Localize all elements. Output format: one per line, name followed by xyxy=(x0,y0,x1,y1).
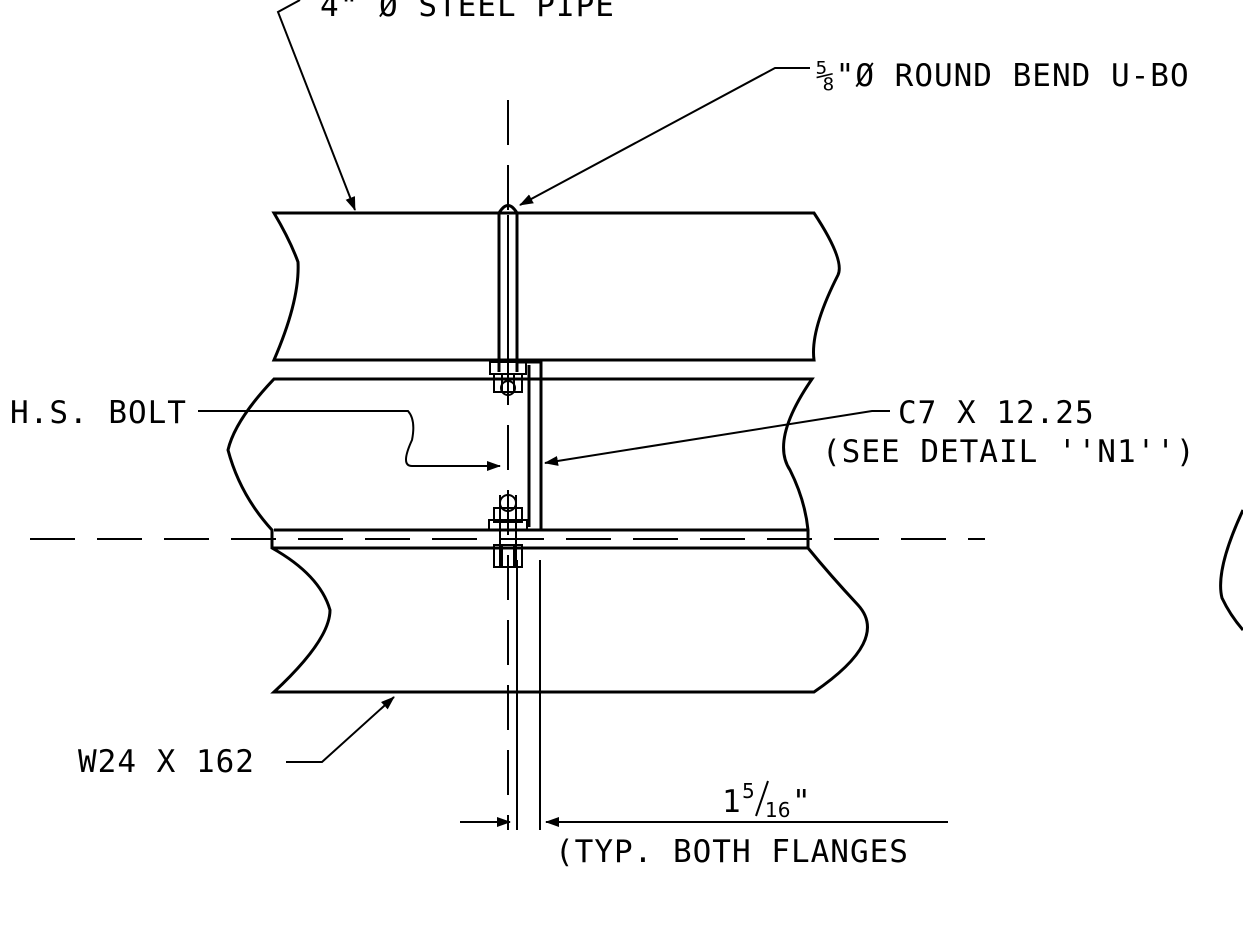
hs-bolt-leader xyxy=(198,410,501,471)
fraction-slash xyxy=(755,780,769,817)
typical-note: (TYP. BOTH FLANGES xyxy=(555,834,909,870)
channel-leader xyxy=(544,410,890,466)
beam-leader xyxy=(286,696,395,763)
pipe-label: 4" Ø STEEL PIPE xyxy=(320,0,615,24)
ubolt-label: ⅝"Ø ROUND BEND U-BO xyxy=(816,58,1190,94)
ubolt-leader xyxy=(519,67,810,206)
upper-nut xyxy=(489,361,527,396)
dimension-denominator: 16 xyxy=(765,798,790,822)
hs-bolt-label: H.S. BOLT xyxy=(10,395,187,431)
pipe-leader xyxy=(276,0,356,211)
wide-flange-beam xyxy=(226,377,869,694)
hs-bolt-assembly xyxy=(488,494,528,568)
dimension-whole: 1 xyxy=(722,784,742,820)
dimension-unit: " xyxy=(792,784,812,820)
channel-ref-label: (SEE DETAIL ''N1'') xyxy=(822,434,1196,470)
beam-label: W24 X 162 xyxy=(78,744,255,780)
channel-label: C7 X 12.25 xyxy=(898,395,1095,431)
adjacent-detail-partial xyxy=(1219,509,1243,631)
u-bolt xyxy=(497,204,519,372)
dimension-numerator: 5 xyxy=(742,779,755,803)
channel-section xyxy=(517,360,543,532)
steel-pipe xyxy=(271,211,841,362)
